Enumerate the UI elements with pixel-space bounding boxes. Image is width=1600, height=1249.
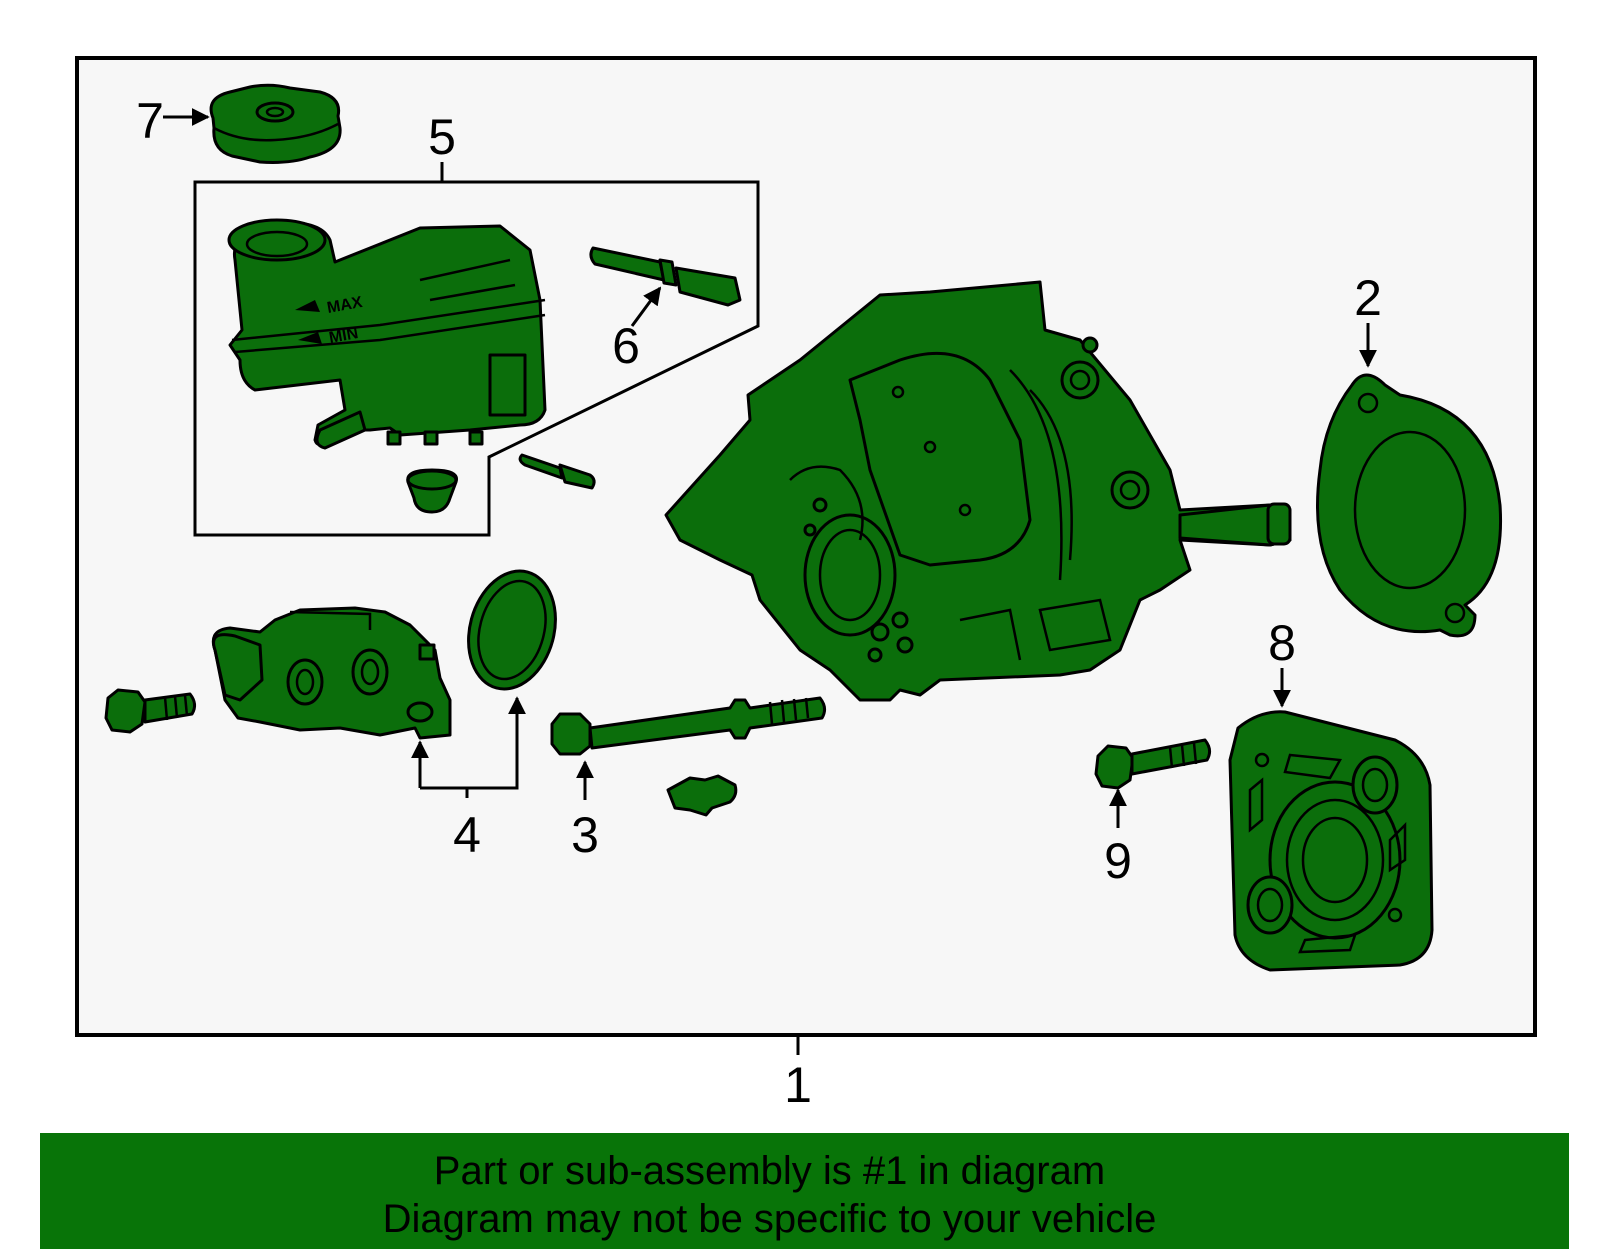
part-9-bolt[interactable]: [1094, 738, 1212, 790]
reservoir-max-mark: MAX: [326, 294, 364, 317]
part-4-valve-body[interactable]: [211, 606, 452, 740]
callout-8: 8: [1268, 615, 1296, 671]
callout-9: 9: [1104, 833, 1132, 889]
small-clip[interactable]: [666, 774, 738, 817]
part-2-gasket[interactable]: [1316, 373, 1503, 638]
callout-6-leader: [630, 286, 662, 327]
callout-3: 3: [571, 807, 599, 863]
part-4-seal-ring[interactable]: [456, 561, 568, 699]
callout-5: 5: [428, 109, 456, 165]
part-6-level-sensor[interactable]: [589, 246, 742, 307]
part-7-reservoir-cap[interactable]: [209, 83, 342, 164]
callout-4-leader: [418, 705, 519, 798]
part-8-mounting-plate[interactable]: [1228, 710, 1434, 972]
callout-4: 4: [453, 807, 481, 863]
part-1-brake-booster-assembly[interactable]: [664, 280, 1292, 702]
reservoir-min-mark: MIN: [328, 325, 360, 347]
brake-fluid-reservoir[interactable]: MAX MIN: [227, 218, 547, 450]
callout-5-box: [193, 180, 760, 537]
callout-6: 6: [612, 318, 640, 374]
small-pin[interactable]: [518, 453, 596, 490]
callout-2: 2: [1354, 270, 1382, 326]
bolt-left[interactable]: [104, 688, 197, 734]
banner-line-2: Diagram may not be specific to your vehi…: [382, 1197, 1157, 1241]
reservoir-grommet[interactable]: [406, 468, 458, 514]
banner-line-1: Part or sub-assembly is #1 in diagram: [433, 1149, 1106, 1193]
disclaimer-banner: Part or sub-assembly is #1 in diagram Di…: [40, 1133, 1569, 1249]
callout-1: 1: [784, 1057, 812, 1113]
callout-7: 7: [136, 93, 164, 149]
part-3-long-bolt[interactable]: [550, 696, 827, 756]
